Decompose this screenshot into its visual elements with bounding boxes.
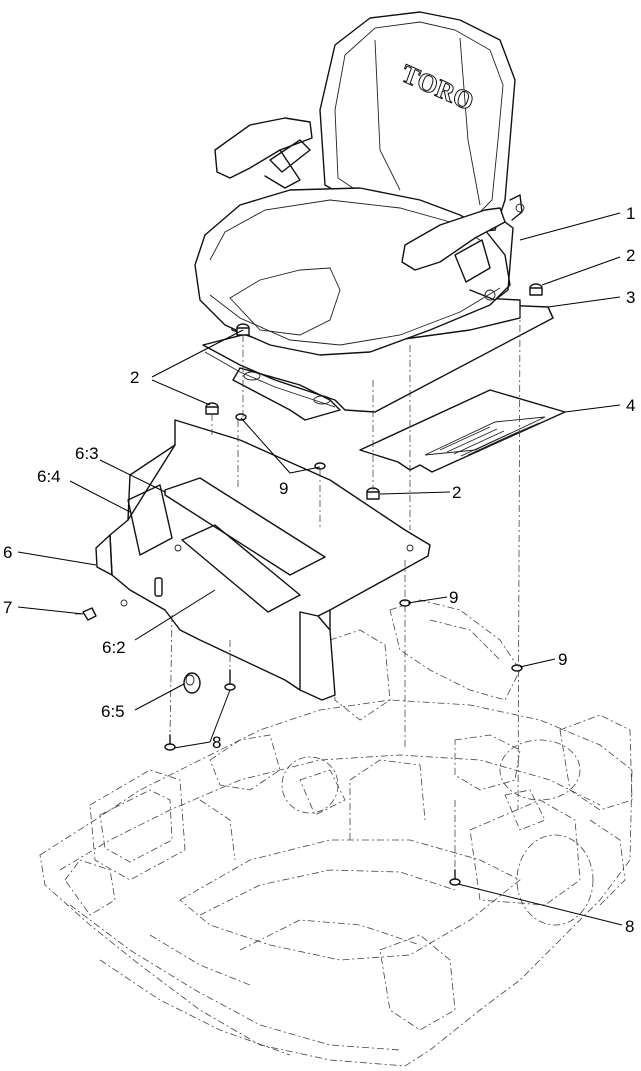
- screw-8b: [164, 734, 176, 751]
- label-decal-6-4: [127, 484, 173, 556]
- grate-slots: [439, 422, 540, 457]
- callout-8: 8: [625, 917, 634, 936]
- callout-9: 9: [279, 479, 288, 498]
- callout-7: 7: [3, 598, 12, 617]
- callout-3: 3: [626, 288, 635, 307]
- label-decal-6-3: [164, 477, 326, 576]
- label-decal-6-2: [181, 524, 301, 613]
- callout-6-5: 6:5: [101, 702, 125, 721]
- callout-4: 4: [626, 396, 635, 415]
- callout-6-3: 6:3: [75, 444, 99, 463]
- mounting-bracket: [95, 419, 431, 701]
- callout-8: 8: [212, 733, 221, 752]
- bolt-7: [82, 607, 97, 621]
- callout-1: 1: [626, 204, 635, 223]
- bumper-6-5: [183, 672, 201, 694]
- nut-2c: [529, 283, 543, 296]
- callout-6-2: 6:2: [102, 638, 126, 657]
- callout-2: 2: [130, 368, 139, 387]
- seat-grate: [359, 389, 566, 473]
- callout-9: 9: [558, 650, 567, 669]
- callout-2: 2: [626, 246, 635, 265]
- screw-8a: [224, 669, 236, 691]
- assembly-centerlines: [75, 309, 521, 870]
- seat-assembly: TORO: [194, 11, 525, 356]
- washer-9a: [235, 413, 247, 421]
- nut-2b: [205, 402, 219, 415]
- washer-9d: [511, 664, 523, 672]
- nut-2a: [236, 323, 250, 336]
- callout-2: 2: [452, 483, 461, 502]
- callout-6-4: 6:4: [37, 467, 61, 486]
- nut-2d: [366, 487, 380, 500]
- callouts: 1 2 3 2 4 6:3 6:4 9 2 6 9 7 9 6:2 6:5 8 …: [3, 204, 635, 936]
- leader-lines: [17, 212, 623, 926]
- callout-6: 6: [3, 543, 12, 562]
- machine-frame: [39, 599, 633, 1067]
- screw-8c: [449, 869, 461, 886]
- callout-9: 9: [449, 588, 458, 607]
